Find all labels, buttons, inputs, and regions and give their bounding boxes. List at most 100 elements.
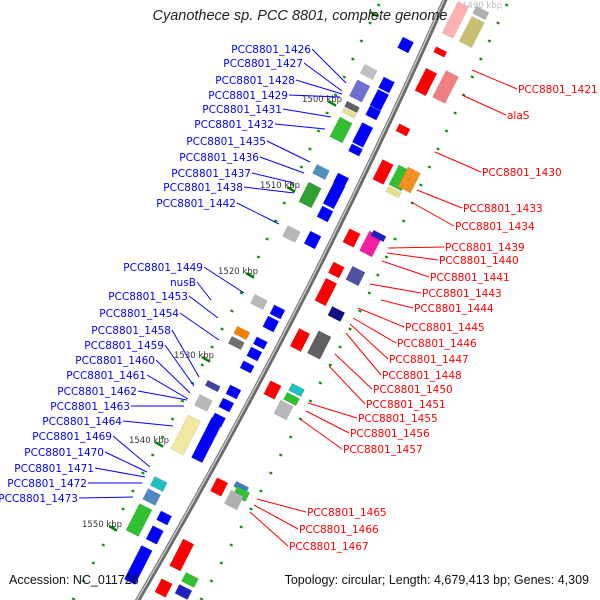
gene-feature: [288, 382, 305, 398]
tick-mark: [265, 237, 269, 241]
label-leader-line: [122, 420, 174, 427]
tick-mark: [401, 219, 406, 223]
backbone-track: [135, 0, 448, 600]
label-leader-line: [196, 281, 212, 301]
label-leader-line: [299, 418, 343, 450]
tick-mark: [200, 363, 205, 367]
label-leader-line: [410, 201, 455, 227]
tick-mark: [101, 543, 106, 547]
tick-mark: [436, 147, 440, 151]
label-leader-line: [386, 252, 439, 261]
tick-mark: [91, 561, 96, 565]
gene-label: PCC8801_1442: [156, 198, 236, 210]
label-leader-line: [256, 498, 307, 513]
label-leader-line: [311, 48, 347, 84]
gene-feature: [227, 335, 245, 351]
gene-label: PCC8801_1445: [405, 322, 485, 334]
gene-label: PCC8801_1430: [482, 167, 562, 179]
label-leader-line: [345, 332, 382, 376]
tick-mark: [487, 39, 492, 43]
gene-label: PCC8801_1432: [194, 119, 274, 131]
major-tick: [245, 272, 255, 279]
gene-feature: [123, 545, 153, 585]
tick-mark: [333, 93, 338, 97]
gene-label: PCC8801_1441: [430, 272, 510, 284]
gene-feature: [372, 159, 394, 185]
tick-mark: [338, 345, 342, 349]
label-leader-line: [253, 504, 299, 530]
tick-mark: [470, 75, 475, 79]
tick-mark: [220, 327, 224, 331]
gene-label: PCC8801_1439: [445, 242, 525, 254]
kbp-label: 1500 kbp: [302, 95, 342, 105]
tick-mark: [269, 471, 273, 475]
label-leader-line: [155, 359, 191, 394]
gene-label: PCC8801_1460: [75, 355, 155, 367]
tick-mark: [180, 399, 185, 403]
label-leader-line: [266, 140, 311, 163]
gene-feature: [432, 70, 459, 104]
tick-mark: [291, 183, 295, 187]
gene-label: PCC8801_1448: [382, 370, 462, 382]
gene-label: PCC8801_1444: [414, 303, 494, 315]
label-leader-line: [328, 365, 366, 405]
kbp-label: 1530 kbp: [174, 351, 214, 361]
gene-label: alaS: [507, 110, 530, 122]
tick-mark: [308, 399, 313, 403]
gene-label: PCC8801_1437: [171, 168, 251, 180]
gene-label: PCC8801_1438: [163, 182, 243, 194]
gene-feature: [252, 336, 268, 350]
tick-mark: [348, 327, 352, 331]
label-leader-line: [104, 451, 148, 473]
tick-mark: [376, 3, 381, 7]
tick-mark: [219, 561, 224, 565]
gene-feature: [344, 100, 360, 114]
gene-feature: [345, 265, 366, 287]
gene-feature: [142, 488, 161, 506]
tick-mark: [368, 21, 372, 25]
tick-mark: [367, 291, 372, 295]
tick-mark: [316, 129, 321, 133]
kbp-label: 1520 kbp: [218, 267, 258, 277]
gene-feature: [239, 360, 255, 374]
gene-feature: [327, 261, 345, 279]
gene-feature: [385, 185, 402, 199]
gene-feature: [441, 1, 470, 39]
gene-feature: [322, 180, 346, 210]
gene-label: PCC8801_1451: [366, 399, 446, 411]
topology-text: Topology: circular; Length: 4,679,413 bp…: [284, 573, 589, 587]
tick-mark: [282, 201, 287, 205]
gene-label: PCC8801_1428: [215, 75, 295, 87]
tick-mark: [278, 453, 283, 457]
gene-feature: [395, 123, 411, 137]
kbp-label: 1540 kbp: [129, 436, 169, 446]
major-tick: [108, 525, 118, 532]
tick-mark: [256, 255, 261, 259]
gene-label: PCC8801_1433: [463, 203, 543, 215]
tick-mark: [210, 345, 214, 349]
gene-feature: [369, 88, 390, 112]
gene-feature: [194, 394, 213, 412]
tick-mark: [230, 309, 234, 313]
gene-feature: [283, 391, 300, 407]
label-leader-line: [369, 283, 422, 294]
label-leader-line: [78, 496, 134, 499]
gene-label: PCC8801_1470: [24, 447, 104, 459]
tick-mark: [249, 507, 253, 511]
label-leader-line: [295, 79, 343, 95]
accession-text: Accession: NC_011726: [9, 573, 139, 587]
gene-label: PCC8801_1440: [439, 255, 519, 267]
gene-feature: [433, 46, 448, 58]
gene-label: PCC8801_1471: [14, 463, 94, 475]
tick-mark: [359, 39, 364, 43]
label-leader-line: [381, 260, 430, 278]
kbp-label: 1550 kbp: [82, 520, 122, 530]
gene-feature: [327, 306, 346, 322]
gene-label: PCC8801_1465: [307, 507, 387, 519]
gene-feature: [263, 380, 282, 400]
tick-mark: [273, 219, 278, 223]
gene-feature: [351, 122, 374, 148]
gene-label: PCC8801_1421: [518, 84, 598, 96]
label-leader-line: [179, 312, 220, 341]
kbp-label: 1490 kbp: [462, 1, 502, 11]
